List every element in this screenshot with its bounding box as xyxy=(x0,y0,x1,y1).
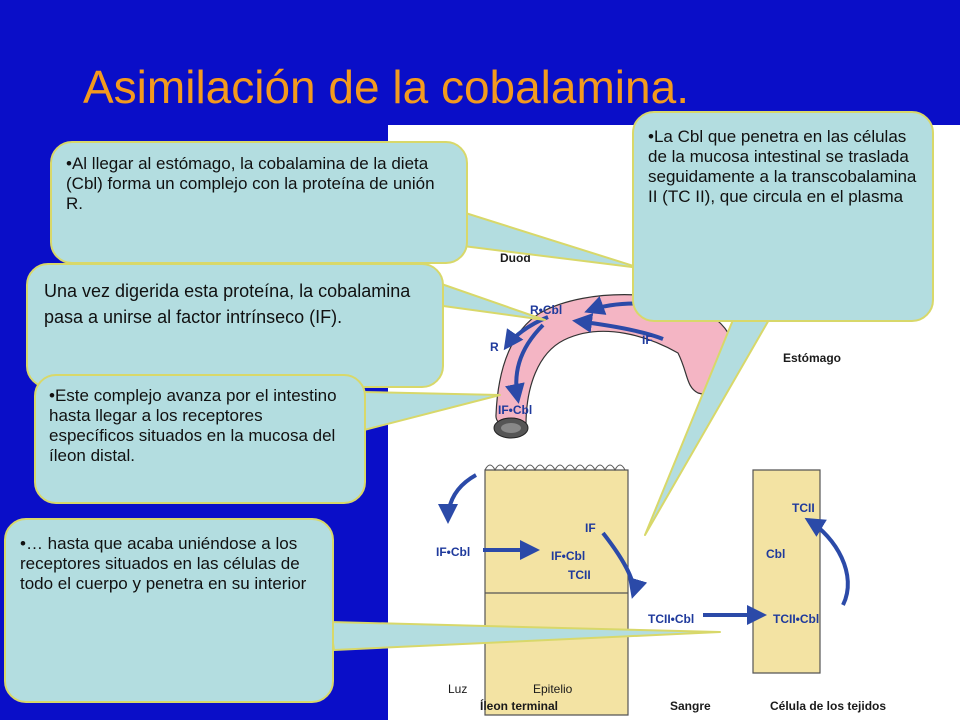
callout-transcobalamin: •La Cbl que penetra en las células de la… xyxy=(632,111,934,322)
label-celula-tejidos: Célula de los tejidos xyxy=(770,699,887,713)
label-if-cbl-epithelium: IF•Cbl xyxy=(551,549,586,563)
slide-title: Asimilación de la cobalamina. xyxy=(83,61,689,113)
label-luz: Luz xyxy=(448,682,468,696)
arrow-ifcbl xyxy=(505,323,545,404)
label-tcii-cell: TCII xyxy=(792,501,815,515)
label-ileon-terminal: Íleon terminal xyxy=(480,699,559,713)
label-if-stomach: IF xyxy=(642,333,653,347)
arrow-lumen xyxy=(438,473,478,524)
label-epitelio: Epitelio xyxy=(533,682,573,696)
label-if-cbl-lumen: IF•Cbl xyxy=(436,545,471,559)
callout-stomach-rbinding: •Al llegar al estómago, la cobalamina de… xyxy=(50,141,468,264)
callout-ileum-receptors: •Este complejo avanza por el intestino h… xyxy=(34,374,366,504)
callout-body-cells: •… hasta que acaba uniéndose a los recep… xyxy=(4,518,334,703)
label-cbl-cell: Cbl xyxy=(766,547,786,561)
label-estomago: Estómago xyxy=(783,351,842,365)
label-if-epithelium: IF xyxy=(585,521,596,535)
arrow-tc-curve xyxy=(601,531,648,599)
diagram-drawing xyxy=(438,294,850,716)
label-tcii-epithelium: TCII xyxy=(568,568,591,582)
label-r-cbl: R•Cbl xyxy=(530,303,563,317)
arrow-cell-up xyxy=(804,517,850,606)
label-r: R xyxy=(490,340,499,354)
callout-intrinsic-factor: Una vez digerida esta proteína, la cobal… xyxy=(26,263,444,388)
label-sangre: Sangre xyxy=(670,699,711,713)
label-tcii-cbl-blood: TCII•Cbl xyxy=(648,612,695,626)
label-if-cbl-stomach: IF•Cbl xyxy=(498,403,533,417)
label-duodeno: Duod xyxy=(500,251,531,265)
label-tcii-cbl-cell: TCII•Cbl xyxy=(773,612,820,626)
